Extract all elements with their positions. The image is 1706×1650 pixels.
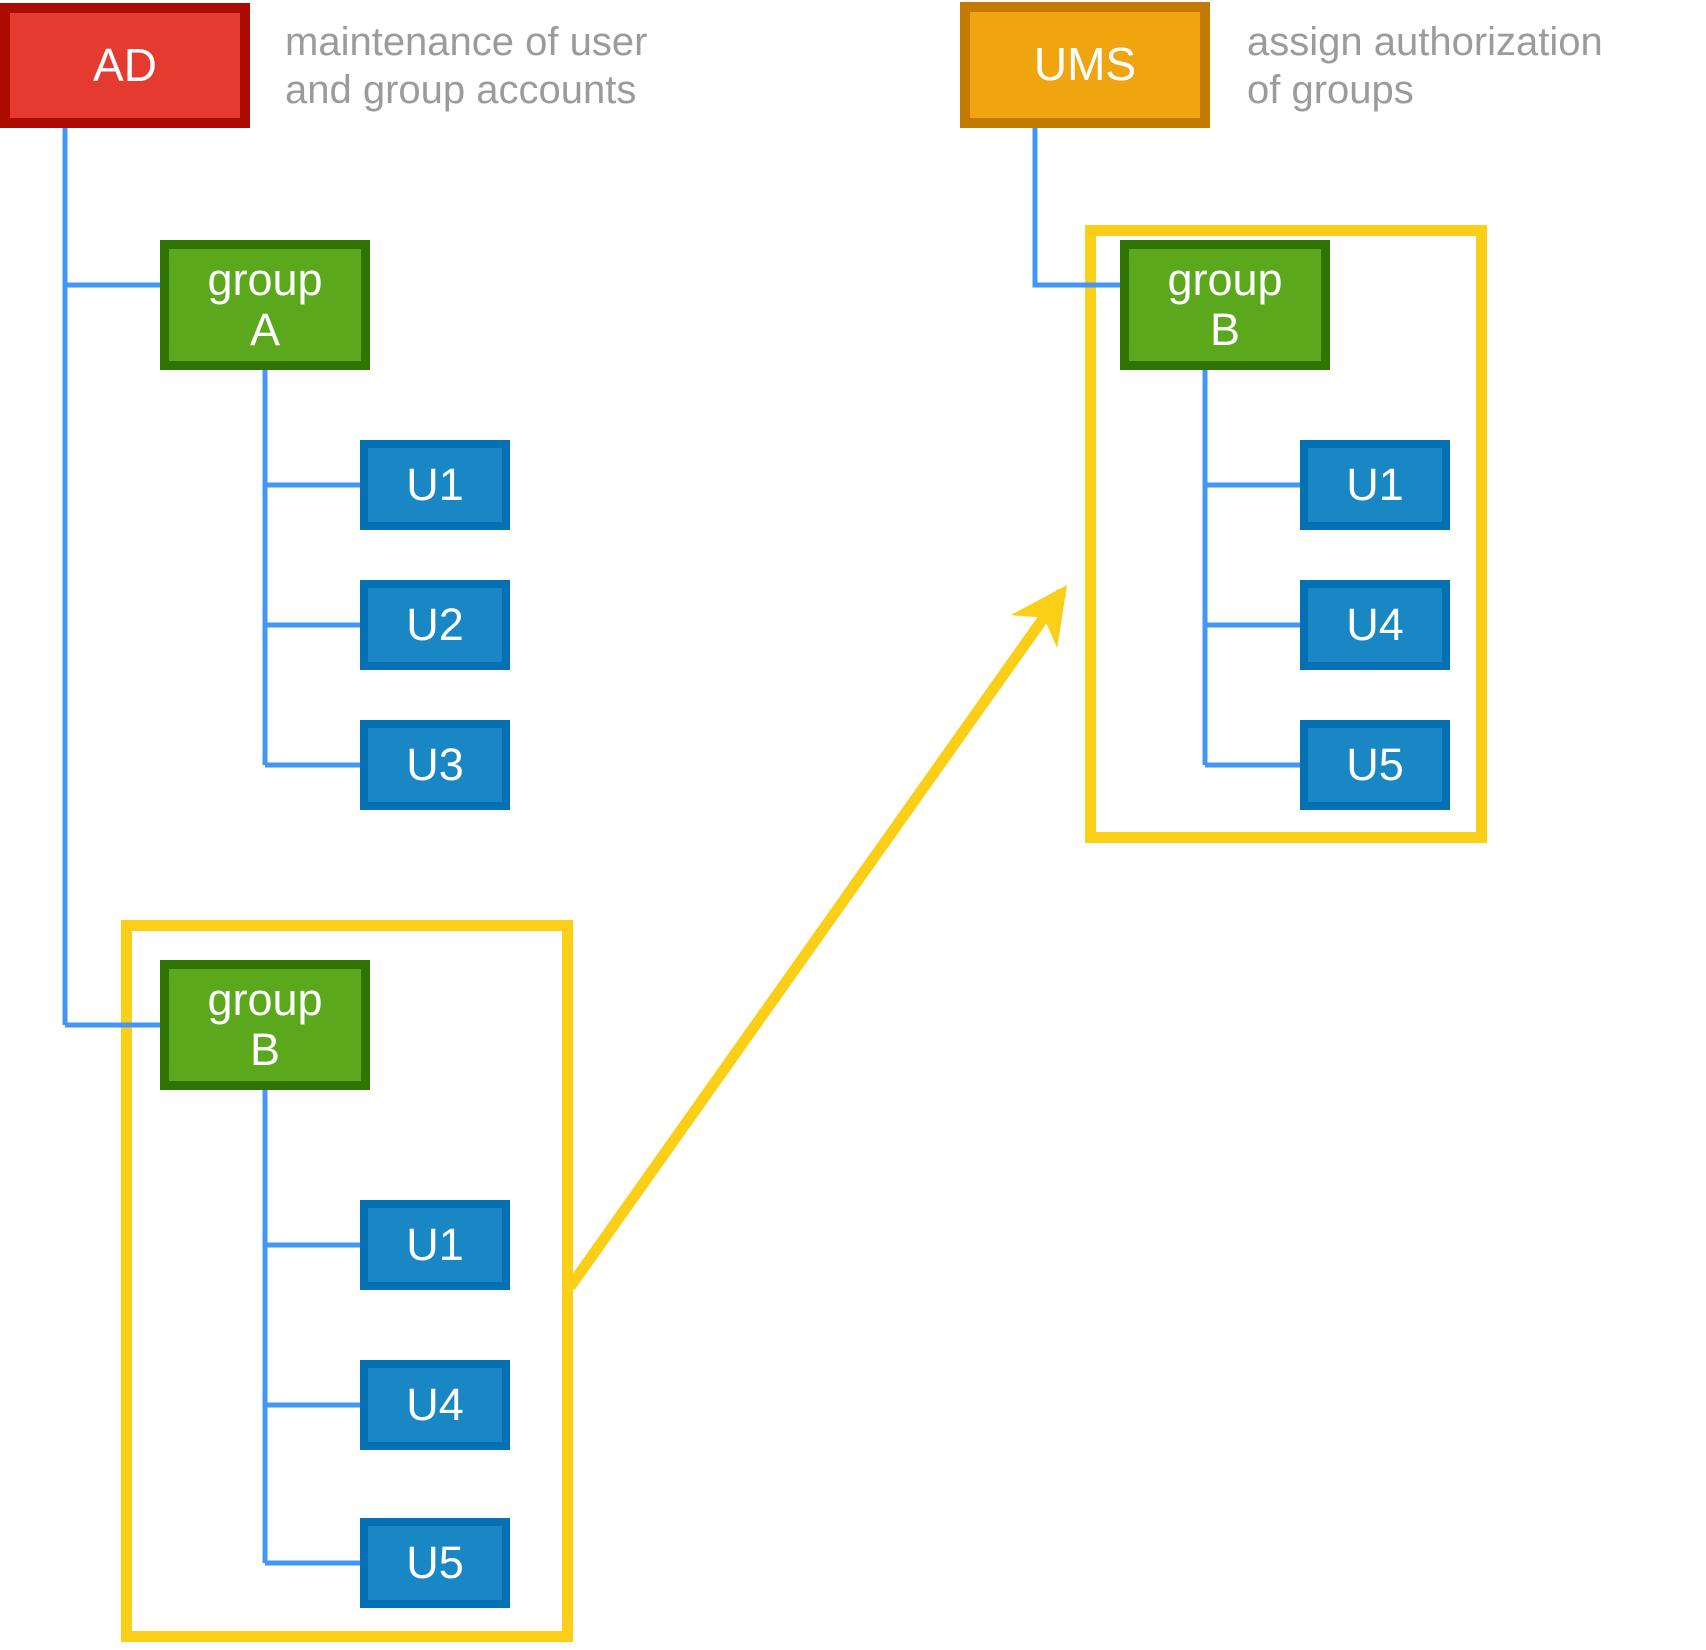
user-label: U1 [406, 458, 464, 510]
group-a-user-u1: U1 [360, 440, 510, 530]
user-label: U2 [406, 598, 464, 650]
user-label: U3 [406, 738, 464, 790]
group-b-target-label-line1: group [1167, 253, 1283, 305]
ums-caption: assign authorization of groups [1247, 18, 1603, 114]
ad-caption-line2: and group accounts [285, 68, 637, 112]
ad-tree-connector [62, 128, 160, 1028]
ums-box: UMS [960, 2, 1210, 128]
user-label: U5 [1346, 738, 1404, 790]
group-b-source-user-u4: U4 [360, 1360, 510, 1450]
group-b-source-label-line2: B [249, 1024, 280, 1075]
user-label: U4 [406, 1378, 464, 1430]
group-b-source-user-u5: U5 [360, 1518, 510, 1608]
ums-caption-line2: of groups [1247, 68, 1414, 112]
ad-box: AD [0, 3, 250, 128]
group-b-target-box: group B [1120, 240, 1330, 370]
user-label: U1 [1346, 458, 1404, 510]
group-b-source-label-line1: group [207, 973, 323, 1025]
user-label: U4 [1346, 598, 1404, 650]
group-a-user-u2: U2 [360, 580, 510, 670]
group-b-target-user-u1: U1 [1300, 440, 1450, 530]
ums-caption-line1: assign authorization [1247, 20, 1603, 64]
group-b-source-user-u1: U1 [360, 1200, 510, 1290]
group-b-target-label-line2: B [1209, 304, 1240, 355]
ums-label: UMS [1033, 38, 1137, 91]
group-a-user-u3: U3 [360, 720, 510, 810]
ad-label: AD [93, 38, 157, 91]
group-b-source-box: group B [160, 960, 370, 1090]
group-a-label-line2: A [249, 304, 280, 355]
sync-arrow [565, 584, 1067, 1291]
group-a-users-connector [262, 370, 360, 768]
ad-caption: maintenance of user and group accounts [285, 18, 647, 114]
user-label: U1 [406, 1218, 464, 1270]
group-a-label-line1: group [207, 253, 323, 305]
group-b-target-user-u4: U4 [1300, 580, 1450, 670]
group-a-box: group A [160, 240, 370, 370]
user-label: U5 [406, 1536, 464, 1588]
ad-caption-line1: maintenance of user [285, 20, 648, 64]
group-b-target-highlight-frame [1085, 225, 1487, 843]
group-b-target-user-u5: U5 [1300, 720, 1450, 810]
